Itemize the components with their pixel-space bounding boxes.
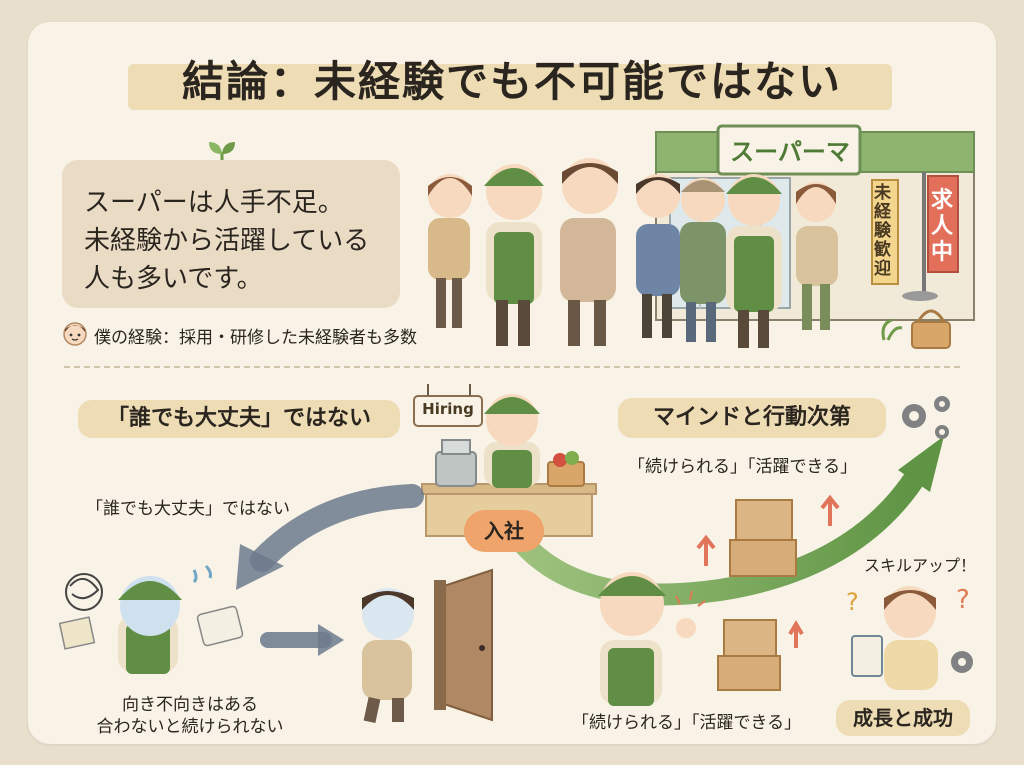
left-caption-line-1: 向き不向きはある	[122, 695, 258, 715]
left-caption-line-2: 合わないと続けられない	[96, 717, 284, 737]
gear-icons	[902, 396, 973, 673]
staff-group-illustration	[428, 158, 951, 349]
page-title: 結論：未経験でも不可能ではない	[181, 57, 842, 106]
result-label: 成長と成功	[836, 700, 970, 736]
skill-up-woman-illustration: ? ?	[846, 585, 970, 690]
svg-text:?: ?	[956, 585, 970, 615]
svg-text:?: ?	[846, 588, 859, 616]
experience-note: 僕の経験：採用・研修した未経験者も多数	[94, 328, 417, 348]
face-icon	[63, 322, 87, 346]
leaving-worker-illustration	[362, 568, 493, 723]
store-sign: スーパーマ	[730, 138, 850, 166]
downward-path-arrow	[250, 484, 424, 572]
determined-worker-illustration	[598, 572, 706, 706]
intro-line-3: 人も多いです。	[84, 264, 263, 294]
welcome-banner: 未経験歓迎	[874, 183, 891, 279]
recruiting-flag: 求人中	[931, 188, 954, 265]
hiring-counter-illustration	[413, 384, 597, 537]
left-heading: 「誰でも大丈夫」ではない	[78, 400, 400, 438]
growth-boxes-illustration	[696, 494, 840, 691]
right-subheading: 「続けられる」「活躍できる」	[628, 457, 858, 477]
left-subheading: 「誰でも大丈夫」ではない	[86, 499, 290, 519]
section-divider	[64, 366, 960, 368]
title-highlight	[128, 64, 892, 110]
stressed-worker-illustration	[58, 564, 244, 674]
hiring-sign: Hiring	[422, 400, 474, 418]
right-heading: マインドと行動次第	[618, 398, 886, 438]
right-bottom-caption: 「続けられる」「活躍できる」	[572, 713, 802, 733]
upward-growth-arrow	[509, 459, 931, 606]
intro-line-2: 未経験から活躍している	[84, 226, 370, 256]
sprout-icon	[209, 142, 235, 166]
skill-up-label: スキルアップ！	[864, 556, 977, 575]
joined-badge: 入社	[464, 510, 544, 552]
intro-box	[62, 160, 400, 308]
intro-line-1: スーパーは人手不足。	[84, 188, 344, 218]
